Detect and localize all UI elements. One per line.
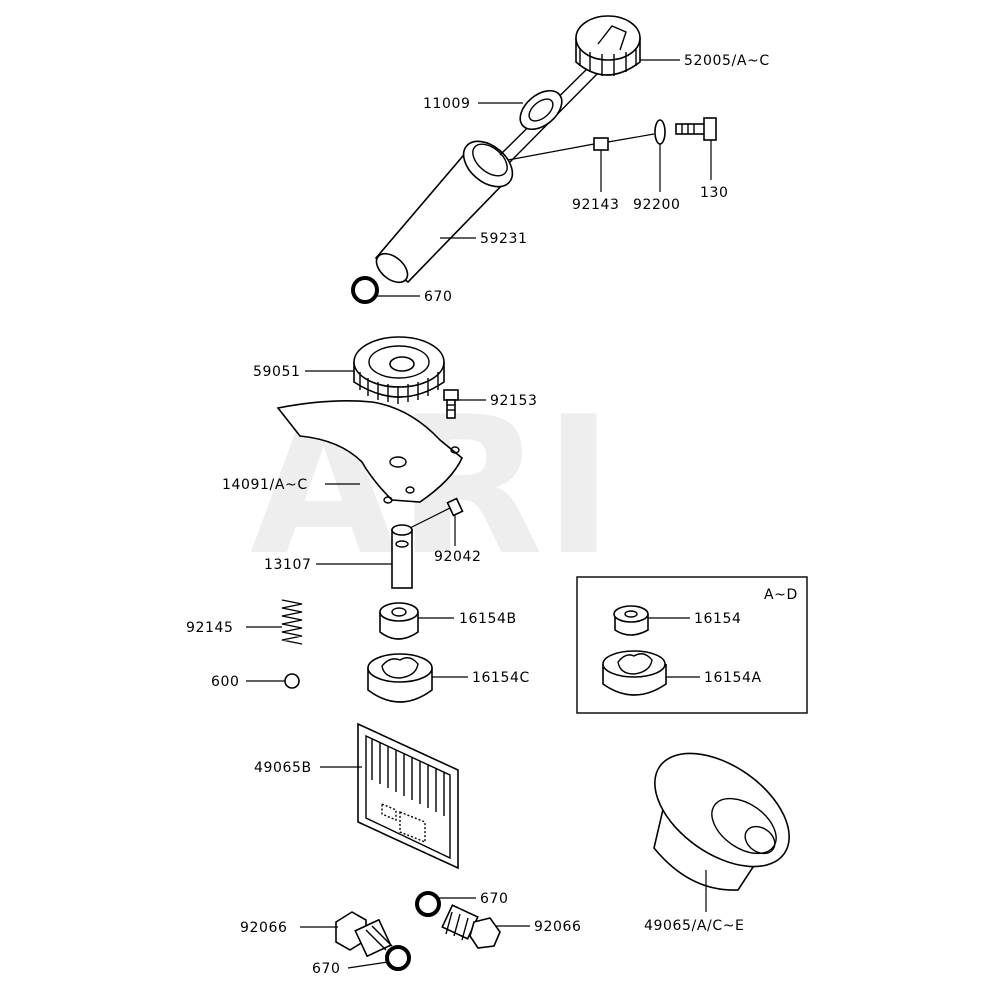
label-92145: 92145: [186, 620, 234, 636]
oil-filter-49065[interactable]: [635, 730, 810, 891]
ball-600[interactable]: [284, 673, 300, 689]
outer-rotor-16154A[interactable]: [602, 650, 667, 696]
leader-lines: [246, 59, 712, 969]
shaft-13107[interactable]: [391, 524, 413, 589]
label-16154A: 16154A: [704, 670, 762, 686]
variant-box-a-d: A~D: [576, 576, 808, 714]
label-16154B: 16154B: [459, 611, 517, 627]
label-59051: 59051: [253, 364, 301, 380]
washer-92200[interactable]: [654, 119, 666, 145]
o-ring-670-bottom[interactable]: [385, 945, 411, 971]
label-670-top: 670: [424, 289, 453, 305]
label-670-bottom: 670: [312, 961, 341, 977]
bolt-130[interactable]: [675, 117, 717, 141]
pump-cover-14091[interactable]: [276, 400, 463, 504]
label-92066-left: 92066: [240, 920, 288, 936]
label-92143: 92143: [572, 197, 620, 213]
label-13107: 13107: [264, 557, 312, 573]
outer-rotor-16154C[interactable]: [367, 653, 433, 703]
collar-92143[interactable]: [593, 137, 609, 151]
o-ring-670-top[interactable]: [351, 276, 379, 304]
label-11009: 11009: [423, 96, 471, 112]
label-49065B: 49065B: [254, 760, 312, 776]
label-59231: 59231: [480, 231, 528, 247]
label-52005: 52005/A~C: [684, 53, 770, 69]
label-600: 600: [211, 674, 240, 690]
inner-rotor-16154[interactable]: [613, 605, 649, 636]
o-ring-670-mid[interactable]: [415, 891, 441, 917]
label-92066-right: 92066: [534, 919, 582, 935]
label-92042: 92042: [434, 549, 482, 565]
label-130: 130: [700, 185, 729, 201]
spring-92145[interactable]: [281, 599, 303, 645]
box-title: A~D: [764, 587, 798, 603]
oil-screen-49065B[interactable]: [357, 722, 459, 870]
label-670-mid: 670: [480, 891, 509, 907]
dipstick-cap-52005[interactable]: [575, 15, 641, 76]
filler-tube-59231[interactable]: [371, 132, 521, 288]
bolt-92153[interactable]: [443, 389, 459, 419]
label-14091: 14091/A~C: [222, 477, 308, 493]
label-16154: 16154: [694, 611, 742, 627]
label-92153: 92153: [490, 393, 538, 409]
pin-92042[interactable]: [446, 497, 464, 517]
drain-plug-92066-right[interactable]: [441, 904, 501, 949]
drain-plug-92066-left[interactable]: [335, 911, 393, 958]
part-labels: 52005/A~C 11009 92143 92200 130 59231 67…: [186, 53, 770, 977]
label-49065: 49065/A/C~E: [644, 918, 745, 934]
label-16154C: 16154C: [472, 670, 530, 686]
label-92200: 92200: [633, 197, 681, 213]
gear-59051[interactable]: [353, 336, 445, 404]
inner-rotor-16154B[interactable]: [379, 602, 419, 640]
